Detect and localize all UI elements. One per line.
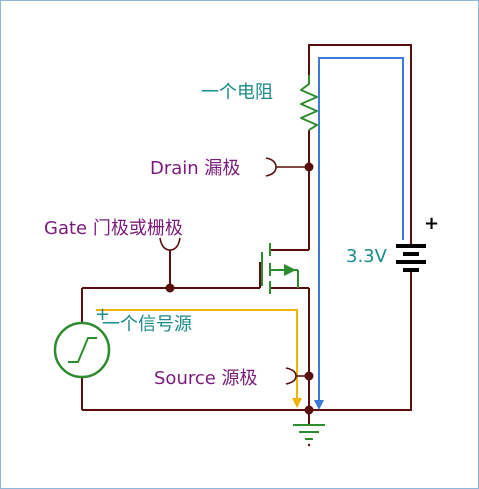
battery-plus-sign: + [424, 213, 439, 234]
source-label: Source 源极 [154, 368, 258, 389]
junction-source [304, 371, 314, 381]
junction-bottom [304, 405, 314, 415]
circuit-wires [81, 44, 412, 425]
drain-label: Drain 漏极 [150, 158, 240, 179]
resistor-zigzag [300, 75, 318, 131]
battery-voltage-label: 3.3V [346, 246, 388, 267]
battery [396, 240, 426, 272]
current-path-blue [314, 57, 404, 410]
mosfet [261, 243, 299, 294]
battery-plate-short-1 [403, 252, 419, 256]
current-path-yellow [96, 309, 302, 408]
yellow-arrow-head-icon [292, 398, 302, 408]
source-brace [285, 367, 297, 385]
battery-plate-long-2 [396, 260, 426, 264]
top-wire [308, 44, 412, 240]
battery-plate-long-1 [396, 244, 426, 248]
gate-label: Gate 门极或栅极 [44, 218, 183, 239]
mosfet-arrow [284, 264, 296, 276]
blue-arrow-head-icon [314, 400, 324, 410]
right-bottom-wire [309, 270, 412, 411]
gate-brace [159, 237, 181, 251]
signal-source-waveform [68, 337, 97, 363]
signal-source-plus-sign: + [95, 304, 110, 325]
signal-source-label: 一个信号源 [102, 314, 192, 335]
junction-gate [165, 283, 175, 293]
resistor-label: 一个电阻 [201, 82, 273, 103]
ground-icon [293, 424, 325, 440]
junction-drain [304, 162, 314, 172]
label-leaders [159, 157, 305, 385]
signal-source [53, 321, 111, 379]
ground-dot [307, 443, 311, 447]
drain-brace [265, 157, 277, 177]
junction-dots [165, 162, 314, 415]
battery-plate-short-2 [403, 268, 419, 272]
